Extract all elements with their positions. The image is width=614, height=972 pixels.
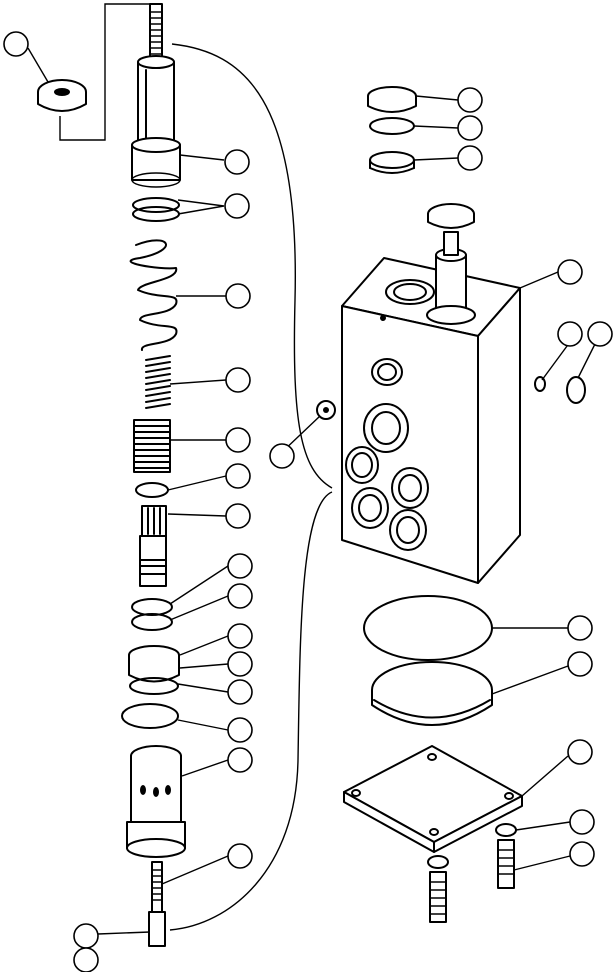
callout-26 — [567, 615, 593, 641]
callout-13 — [227, 679, 253, 705]
callout-20 — [457, 115, 483, 141]
callout-25 — [269, 443, 295, 469]
callout-01 — [3, 31, 29, 57]
cover-disc — [371, 661, 493, 726]
callout-17 — [73, 923, 99, 949]
valve-block — [341, 203, 521, 584]
spring-small — [145, 355, 171, 409]
spool — [139, 505, 167, 587]
top-right-rings — [367, 86, 417, 174]
spring-large — [129, 239, 178, 351]
cage — [126, 745, 186, 858]
assembly-lines — [59, 3, 333, 931]
callout-29 — [569, 809, 595, 835]
callout-21 — [457, 145, 483, 171]
callout-16 — [227, 843, 253, 869]
callout-22 — [557, 259, 583, 285]
lock-collar — [37, 79, 87, 112]
callout-03 — [224, 193, 250, 219]
callout-07 — [225, 463, 251, 489]
o-ring-left — [121, 703, 179, 729]
seal-rings-upper — [132, 197, 180, 222]
callout-14 — [227, 717, 253, 743]
stem — [131, 55, 181, 188]
callout-12 — [227, 651, 253, 677]
threaded-rod-top — [149, 3, 163, 67]
coil-body — [133, 419, 171, 473]
callout-30 — [569, 841, 595, 867]
bottom-plate — [343, 745, 523, 853]
callout-27 — [567, 651, 593, 677]
callout-02 — [224, 149, 250, 175]
left-spool-stack — [121, 3, 186, 947]
callout-leaders — [27, 47, 597, 935]
ring-b — [131, 613, 173, 631]
callout-11 — [227, 623, 253, 649]
threaded-rod-bottom — [148, 861, 166, 947]
callout-06 — [225, 427, 251, 453]
ring-a — [131, 598, 173, 616]
plate-bolts — [427, 823, 517, 923]
side-fittings — [316, 376, 586, 420]
callout-05 — [225, 367, 251, 393]
bushing — [128, 645, 180, 695]
callout-28 — [567, 739, 593, 765]
callout-15 — [227, 747, 253, 773]
callout-23 — [557, 321, 583, 347]
callout-24 — [587, 321, 613, 347]
callout-18 — [73, 947, 99, 972]
callout-04 — [225, 283, 251, 309]
callout-10 — [227, 583, 253, 609]
callout-19 — [457, 87, 483, 113]
callout-09 — [227, 553, 253, 579]
callout-bubbles — [3, 31, 613, 972]
washer — [135, 482, 169, 498]
o-ring-large — [363, 595, 493, 661]
callout-08 — [225, 503, 251, 529]
